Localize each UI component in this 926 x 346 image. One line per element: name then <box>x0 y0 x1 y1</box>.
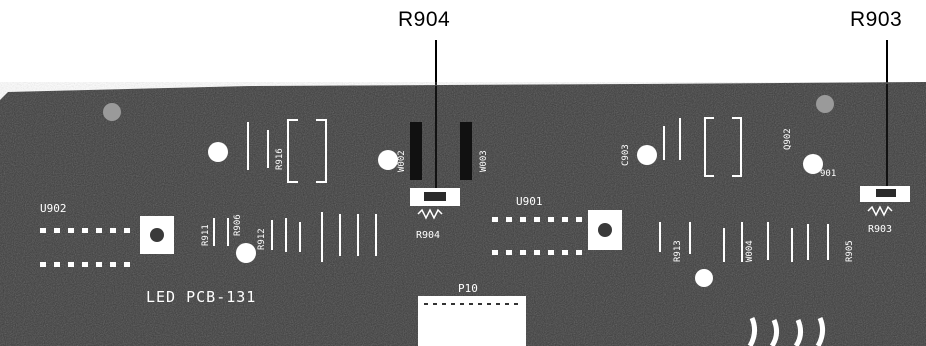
label-u902: U902 <box>40 202 67 215</box>
label-r905: R905 <box>845 240 855 262</box>
regulator-u902 <box>140 216 174 254</box>
board-title: LED PCB-131 <box>146 288 256 306</box>
mounting-hole <box>816 95 834 113</box>
label-p10: P10 <box>458 282 478 295</box>
regulator-u901 <box>588 210 622 250</box>
chip-u902 <box>40 228 130 267</box>
label-r904: R904 <box>416 230 440 241</box>
label-w003: W003 <box>479 150 489 172</box>
callout-label-r903: R903 <box>850 8 903 31</box>
label-r913: R913 <box>673 240 683 262</box>
wire-bundle <box>747 317 826 346</box>
label-r903: R903 <box>868 224 892 235</box>
resistor-array <box>213 118 829 262</box>
label-r906: R906 <box>233 214 243 236</box>
mounting-hole <box>103 103 121 121</box>
led <box>695 269 713 287</box>
connector-p10 <box>418 296 526 346</box>
label-u901: U901 <box>516 195 543 208</box>
trimmer-r903 <box>860 186 910 217</box>
jumper-w003 <box>460 122 472 180</box>
led <box>637 145 657 165</box>
label-r916: R916 <box>275 148 285 170</box>
trimmer-r904 <box>410 188 460 220</box>
transistor-outline <box>287 119 327 183</box>
led <box>208 142 228 162</box>
callout-label-r904: R904 <box>398 8 451 31</box>
label-901: 901 <box>820 169 836 179</box>
led <box>236 243 256 263</box>
label-w004: W004 <box>745 240 755 262</box>
label-r912: R912 <box>257 228 267 250</box>
label-w002: W002 <box>397 150 407 172</box>
jumper-w002 <box>410 122 422 180</box>
led <box>378 150 398 170</box>
chip-u901 <box>492 217 582 255</box>
led <box>803 154 823 174</box>
transistor-outline <box>704 117 742 177</box>
label-c903: C903 <box>621 144 631 166</box>
label-r911: R911 <box>201 224 211 246</box>
label-q902: Q902 <box>783 128 793 150</box>
